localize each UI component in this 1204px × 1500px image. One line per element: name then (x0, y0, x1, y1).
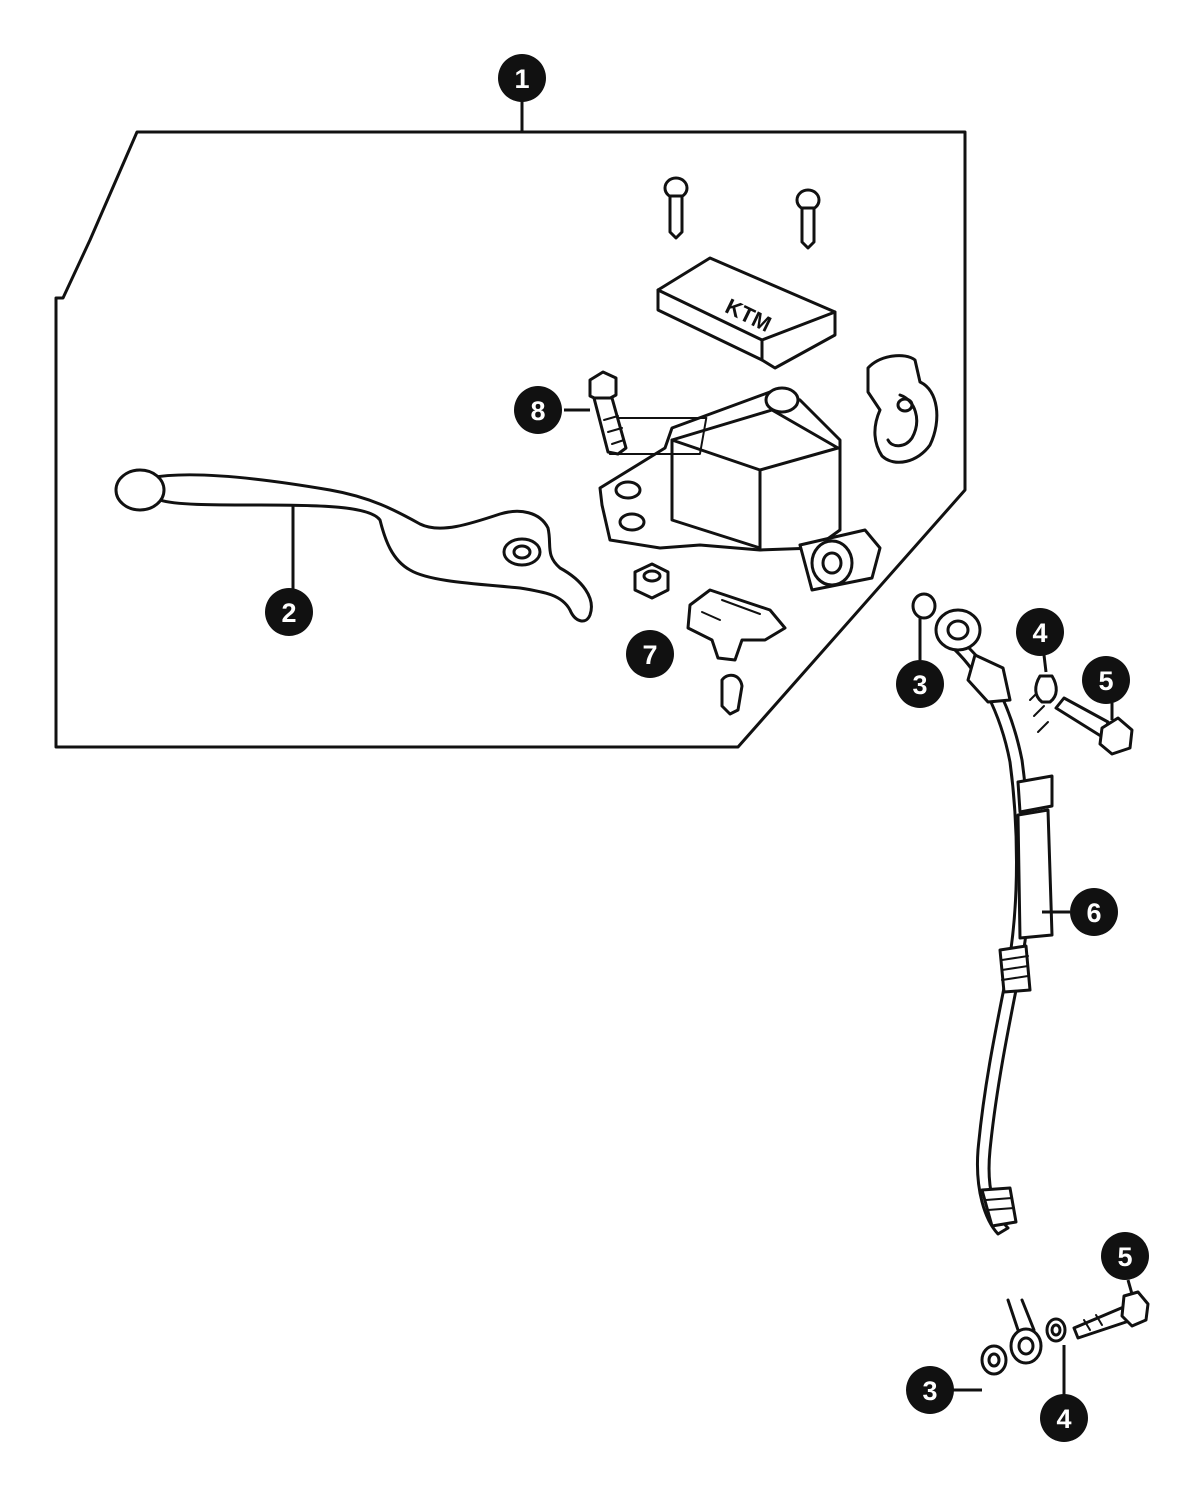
pivot-bolt (588, 370, 628, 456)
svg-text:3: 3 (912, 670, 927, 700)
callout-5-upper: 5 (1082, 656, 1130, 704)
svg-text:5: 5 (1117, 1242, 1132, 1272)
svg-text:6: 6 (1086, 898, 1101, 928)
lower-banjo-fitting (1006, 1298, 1043, 1365)
svg-text:4: 4 (1056, 1404, 1071, 1434)
brake-light-switch (686, 588, 787, 716)
leader-5b (1126, 1279, 1134, 1295)
svg-text:2: 2 (281, 598, 296, 628)
svg-text:4: 4 (1032, 618, 1047, 648)
upper-washer-4 (1034, 674, 1058, 704)
callout-6: 6 (1070, 888, 1118, 936)
reservoir-cap: KTM (656, 256, 837, 370)
lower-banjo-bolt (1072, 1290, 1150, 1340)
handlebar-clamp (866, 354, 939, 464)
svg-text:8: 8 (530, 396, 545, 426)
callout-1: 1 (498, 54, 546, 102)
master-cylinder-body (598, 386, 882, 592)
callout-5-lower: 5 (1101, 1232, 1149, 1280)
callout-8: 8 (514, 386, 562, 434)
cap-screw-right (795, 188, 821, 250)
upper-banjo-bolt (1054, 696, 1134, 756)
upper-washer-3 (911, 592, 937, 620)
callout-2: 2 (265, 588, 313, 636)
lower-washer-3 (980, 1344, 1008, 1376)
svg-text:7: 7 (642, 640, 657, 670)
svg-text:1: 1 (514, 64, 529, 94)
upper-banjo-fitting (934, 608, 982, 652)
callout-3-upper: 3 (896, 660, 944, 708)
svg-text:5: 5 (1098, 666, 1113, 696)
lever-nut (633, 562, 670, 600)
callout-4-lower: 4 (1040, 1394, 1088, 1442)
callout-4-upper: 4 (1016, 608, 1064, 656)
brake-hose (953, 640, 1054, 1236)
cap-screw-left (663, 176, 689, 240)
leader-4a (1042, 654, 1048, 673)
svg-text:3: 3 (922, 1376, 937, 1406)
assembly-enclosure-outline (54, 130, 967, 749)
callout-7: 7 (626, 630, 674, 678)
callout-3-lower: 3 (906, 1366, 954, 1414)
brake-lever (114, 468, 593, 623)
lower-washer-4 (1045, 1317, 1067, 1343)
